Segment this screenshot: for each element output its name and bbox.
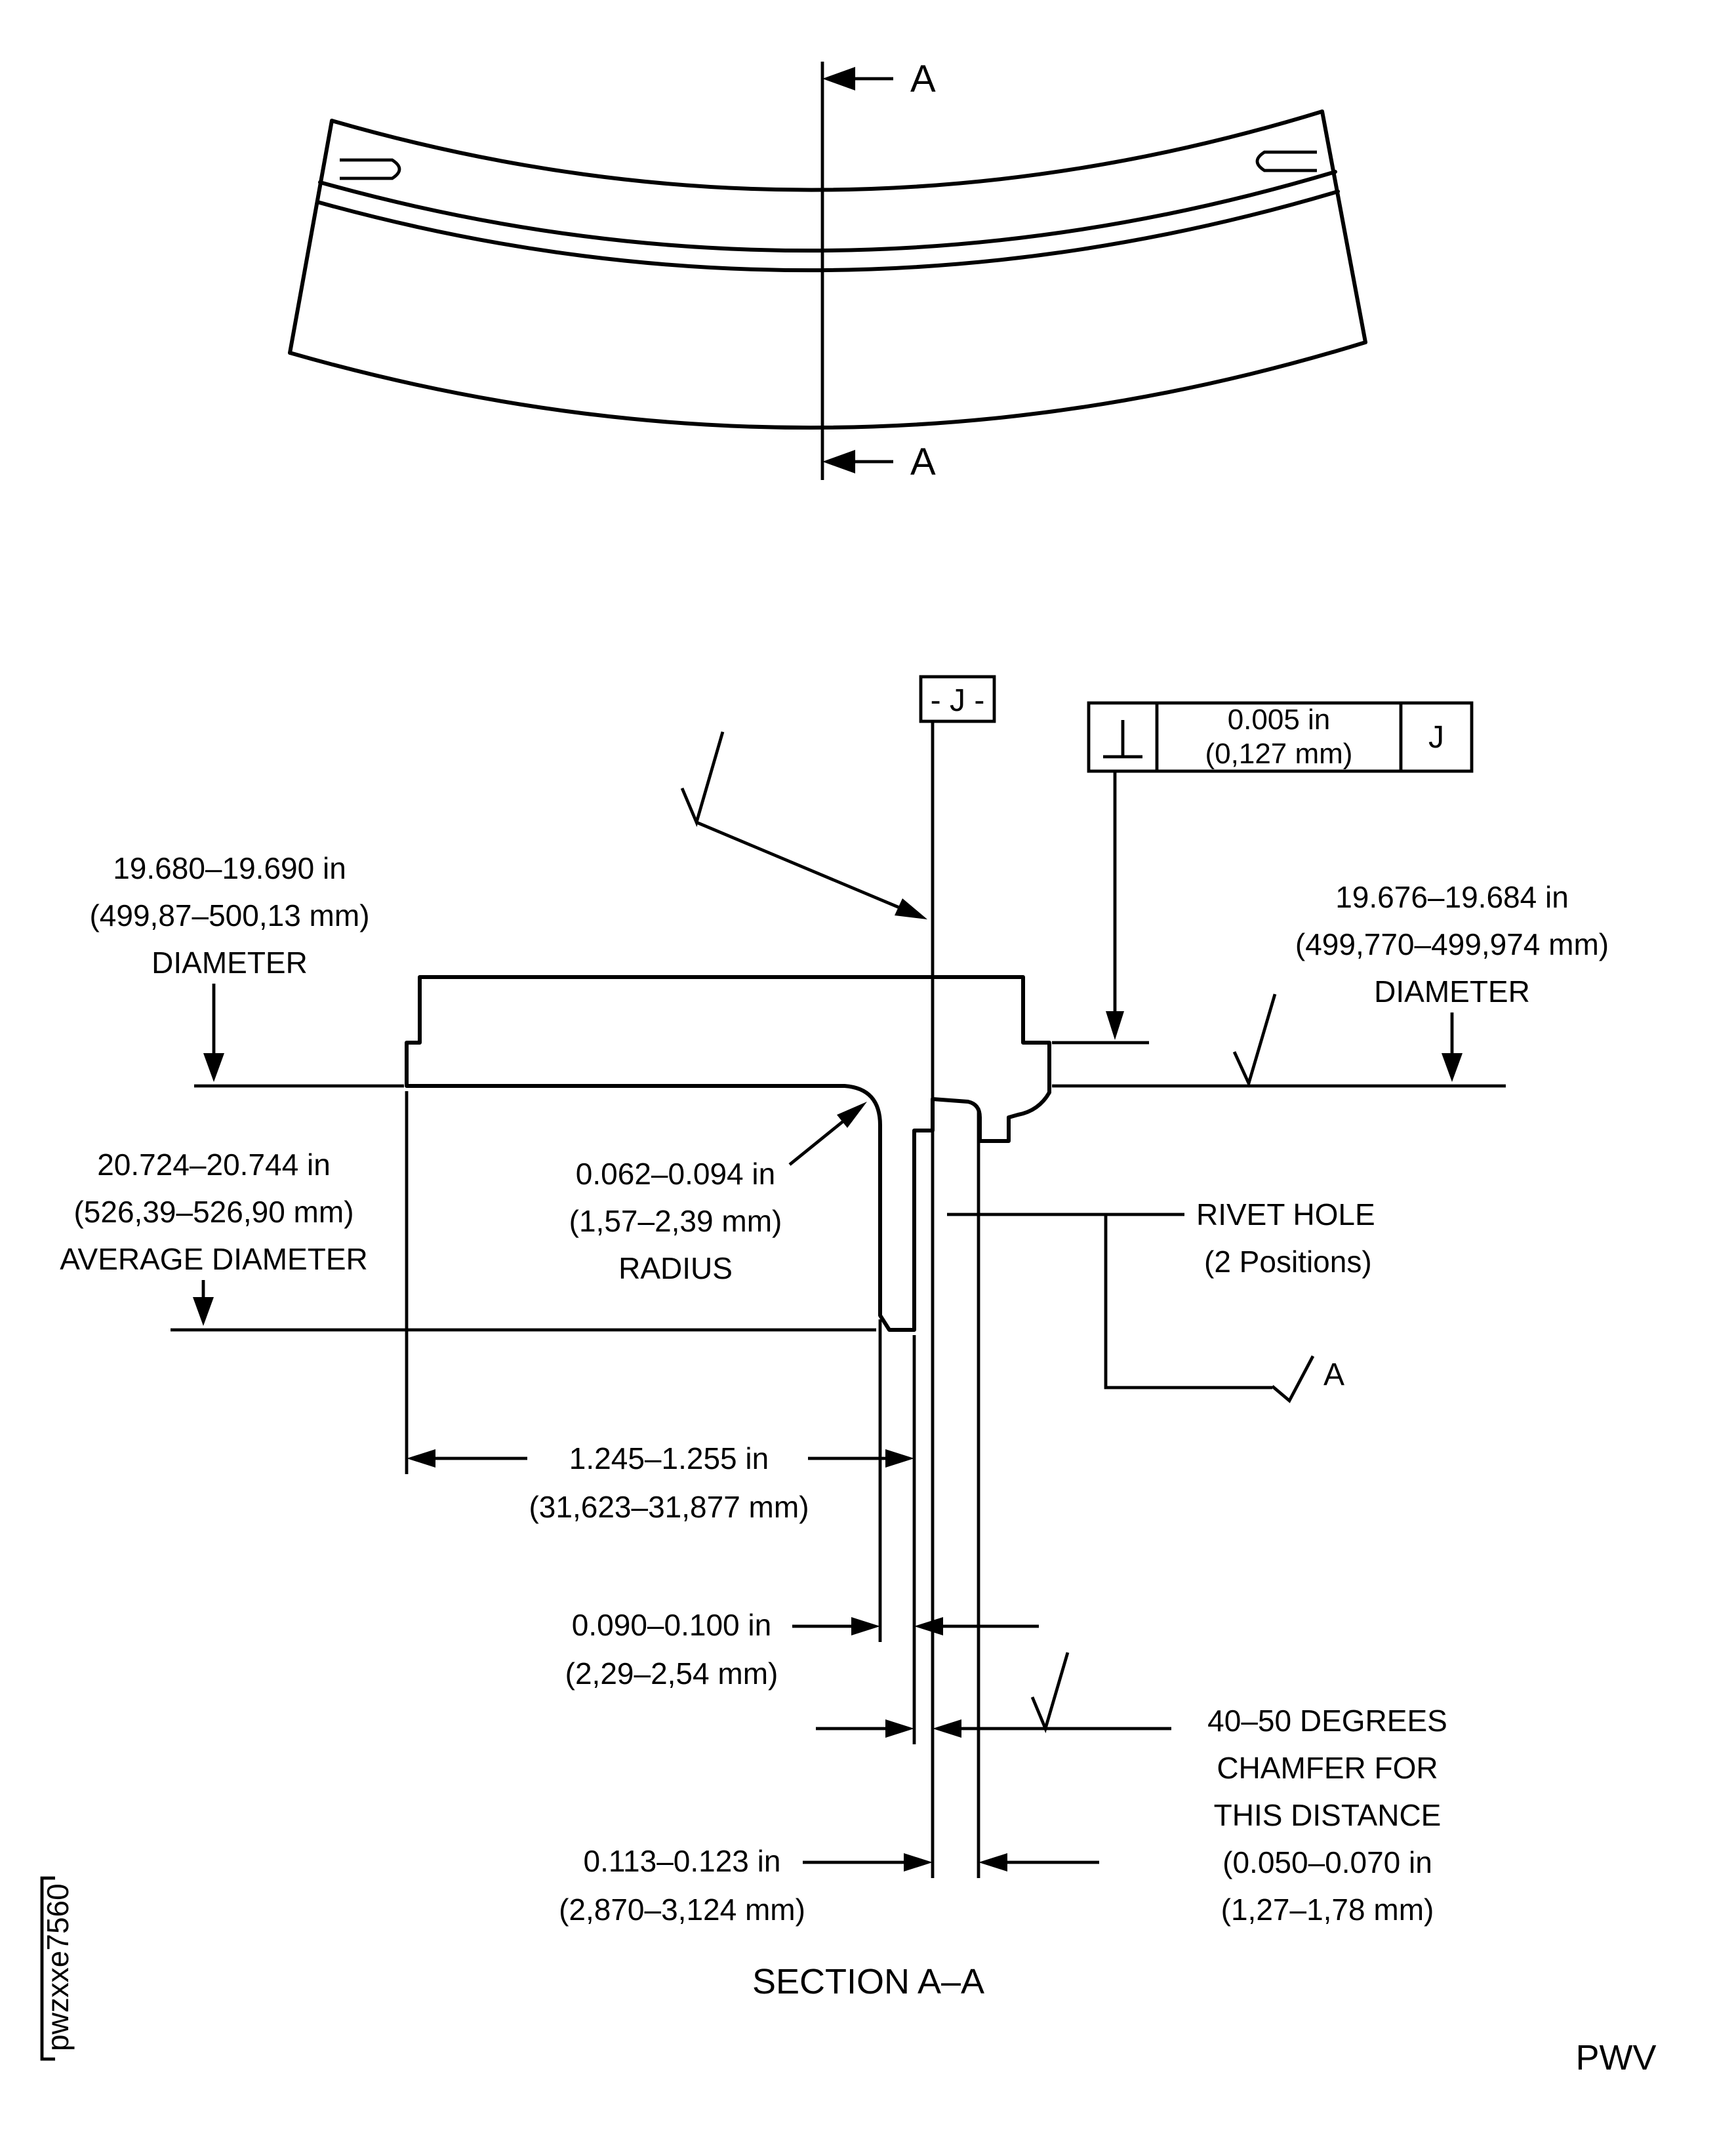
fcf-leader-arrow xyxy=(1106,1011,1124,1040)
cut-label-top: A xyxy=(910,58,936,100)
average-diameter-line2: (526,39–526,90 mm) xyxy=(73,1195,353,1229)
radius-callout: 0.062–0.094 in (1,57–2,39 mm) RADIUS xyxy=(569,1102,867,1285)
ring-segment-left-edge xyxy=(288,119,334,355)
dim-arrow-right xyxy=(979,1853,1007,1872)
datum-target-icon xyxy=(1271,1355,1315,1403)
fcf-box xyxy=(1087,701,1474,773)
dim-arrow-right xyxy=(914,1617,943,1635)
dim-arrow-left xyxy=(851,1617,880,1635)
feature-control-frame: 0.005 in (0,127 mm) J xyxy=(1087,701,1474,1040)
control-number-bracket xyxy=(40,1876,55,2061)
surface-finish-icon xyxy=(680,731,725,828)
chamfer-note: 40–50 DEGREES CHAMFER FOR THIS DISTANCE … xyxy=(1207,1704,1447,1927)
chamfer-note-line3: THIS DISTANCE xyxy=(1214,1798,1442,1832)
page-code: PWV xyxy=(1575,2038,1656,2077)
dim-arrow-right xyxy=(933,1719,961,1738)
fcf-datum-ref: J xyxy=(1428,720,1444,755)
radius-leader xyxy=(788,1119,846,1166)
control-number: pwzxxe7560 xyxy=(41,1883,75,2051)
rivet-hole-diameter-dimension: 0.113–0.123 in (2,870–3,124 mm) xyxy=(559,1844,1099,1927)
right-diameter-callout: 19.676–19.684 in (499,770–499,974 mm) DI… xyxy=(1295,880,1609,1082)
right-diameter-arrow-head xyxy=(1442,1053,1463,1082)
ring-segment-bottom-arc xyxy=(288,340,1367,430)
web-thickness-line2: (2,29–2,54 mm) xyxy=(565,1656,778,1691)
section-view: - J - 0.005 in (0,127 mm) J 19.680–19.69… xyxy=(60,675,1609,2001)
right-diameter-line1: 19.676–19.684 in xyxy=(1335,880,1569,914)
rim-width-line2: (31,623–31,877 mm) xyxy=(529,1490,809,1524)
left-diameter-line3: DIAMETER xyxy=(151,946,308,980)
ring-segment-right-edge xyxy=(1320,110,1367,344)
ring-segment-inner-arc-1 xyxy=(318,170,1337,253)
perpendicularity-icon xyxy=(1103,720,1142,759)
right-diameter-line3: DIAMETER xyxy=(1374,974,1530,1009)
rivet-dia-line1: 0.113–0.123 in xyxy=(584,1844,781,1878)
radius-line1: 0.062–0.094 in xyxy=(576,1157,775,1191)
chamfer-note-line5: (1,27–1,78 mm) xyxy=(1221,1893,1434,1927)
left-diameter-arrow-head xyxy=(203,1053,224,1082)
average-diameter-callout: 20.724–20.744 in (526,39–526,90 mm) AVER… xyxy=(60,1148,368,1326)
surface-finish-icon xyxy=(1030,1652,1070,1734)
cut-arrow-bottom-head xyxy=(822,450,855,473)
dim-arrow-left xyxy=(885,1719,914,1738)
datum-flag-label: - J - xyxy=(931,683,985,718)
left-slot xyxy=(340,158,401,180)
datum-flag-box xyxy=(919,675,996,723)
ring-segment-outer-arc xyxy=(330,110,1324,192)
average-diameter-arrow-head xyxy=(193,1297,214,1326)
rim-width-line1: 1.245–1.255 in xyxy=(569,1441,769,1475)
rivet-hole-line2: (2 Positions) xyxy=(1204,1245,1372,1279)
fcf-tolerance-in: 0.005 in xyxy=(1228,704,1331,736)
ring-segment-inner-arc-2 xyxy=(315,190,1340,273)
right-diameter-line2: (499,770–499,974 mm) xyxy=(1295,927,1609,961)
left-diameter-line2: (499,87–500,13 mm) xyxy=(89,898,369,932)
cut-arrow-top-head xyxy=(822,67,855,90)
rivet-hole-callout: RIVET HOLE (2 Positions) A xyxy=(947,1197,1375,1403)
radius-line3: RADIUS xyxy=(618,1251,733,1285)
right-slot xyxy=(1255,150,1317,172)
chamfer-distance-dimension xyxy=(816,1652,1171,1738)
drawing-codes: pwzxxe7560 PWV xyxy=(40,1876,1657,2077)
average-diameter-line3: AVERAGE DIAMETER xyxy=(60,1242,367,1276)
surface-finish-leader xyxy=(696,820,903,911)
left-diameter-callout: 19.680–19.690 in (499,87–500,13 mm) DIAM… xyxy=(89,851,370,1082)
radius-line2: (1,57–2,39 mm) xyxy=(569,1204,782,1238)
left-diameter-line1: 19.680–19.690 in xyxy=(113,851,346,885)
dim-arrow-right xyxy=(885,1449,914,1468)
web-thickness-dimension: 0.090–0.100 in (2,29–2,54 mm) xyxy=(565,1608,1039,1691)
part-outline xyxy=(405,975,1051,1332)
radius-leader-arrow xyxy=(837,1102,867,1128)
section-title: SECTION A–A xyxy=(752,1962,984,2001)
top-view: A A xyxy=(288,58,1367,483)
surface-finish-leader-callout xyxy=(680,731,927,919)
datum-target-label: A xyxy=(1323,1357,1344,1392)
rivet-dia-line2: (2,870–3,124 mm) xyxy=(559,1893,805,1927)
web-thickness-line1: 0.090–0.100 in xyxy=(572,1608,771,1642)
rivet-hole-line1: RIVET HOLE xyxy=(1196,1197,1375,1232)
average-diameter-line1: 20.724–20.744 in xyxy=(97,1148,331,1182)
chamfer-note-line2: CHAMFER FOR xyxy=(1217,1751,1438,1785)
fcf-tolerance-mm: (0,127 mm) xyxy=(1205,738,1353,770)
chamfer-note-line1: 40–50 DEGREES xyxy=(1207,1704,1447,1738)
surface-finish-leader-arrow xyxy=(895,898,927,919)
dim-arrow-left xyxy=(904,1853,933,1872)
surface-finish-icon xyxy=(1232,993,1277,1088)
rim-width-dimension: 1.245–1.255 in (31,623–31,877 mm) xyxy=(407,1441,914,1524)
chamfer-note-line4: (0.050–0.070 in xyxy=(1222,1845,1432,1879)
dim-arrow-left xyxy=(407,1449,435,1468)
cut-label-bottom: A xyxy=(910,441,936,483)
datum-target-connector xyxy=(1104,1214,1272,1390)
datum-flag-j: - J - xyxy=(919,675,996,723)
